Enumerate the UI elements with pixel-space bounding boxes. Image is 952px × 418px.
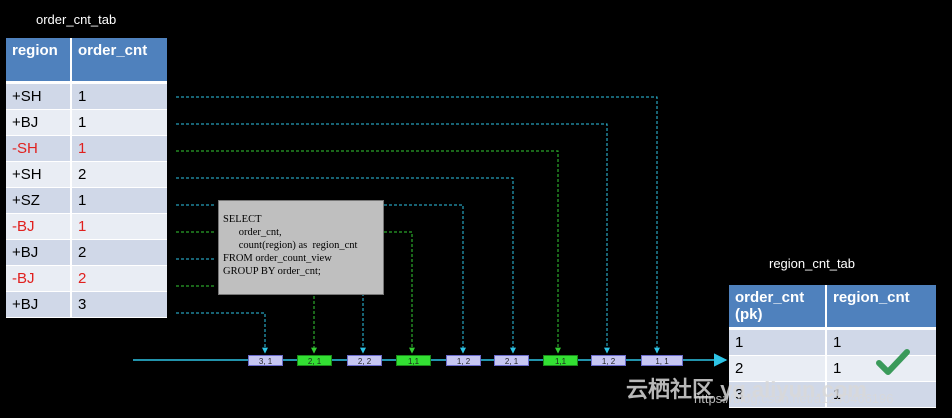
- order-cnt-cell: 2: [71, 265, 167, 292]
- region-cell: +BJ: [6, 291, 72, 318]
- retract-flow-path: [311, 285, 384, 354]
- order-cnt-cell: 2: [71, 161, 167, 188]
- stream-record-box: 1, 2: [446, 355, 481, 366]
- sql-line: count(region) as region_cnt: [223, 240, 358, 251]
- stream-record-box: 2, 2: [347, 355, 382, 366]
- stream-record-box: 1,1: [543, 355, 578, 366]
- sql-line: FROM order_count_view: [223, 253, 332, 264]
- stream-record-box: 1, 1: [641, 355, 683, 366]
- retract-flow-path: [176, 150, 561, 354]
- col-header-order-cnt: order_cnt: [71, 38, 167, 84]
- col-header-region: region: [6, 38, 72, 84]
- insert-flow-path: [176, 177, 516, 354]
- sql-line: GROUP BY order_cnt;: [223, 266, 321, 277]
- order-cnt-cell: 1: [71, 187, 167, 214]
- order-cnt-cell: 3: [71, 291, 167, 318]
- region-cnt-cell: 1: [826, 381, 936, 408]
- order-cnt-cell: 1: [729, 328, 827, 356]
- order-cnt-cell: 1: [71, 109, 167, 136]
- col-header-region-cnt: region_cnt: [826, 285, 936, 330]
- checkmark-icon: [876, 349, 910, 375]
- region-cell: -BJ: [6, 265, 72, 292]
- watermark-url: https://blog.csdn.net/a1240466196: [694, 391, 894, 406]
- col-header-order-cnt-pk: order_cnt (pk): [729, 285, 827, 330]
- stream-record-box: 1,1: [396, 355, 431, 366]
- retract-flow-path: [384, 231, 415, 354]
- region-cnt-cell: 1: [826, 328, 936, 356]
- order-cnt-cell: 1: [71, 213, 167, 240]
- insert-flow-path: [176, 96, 660, 354]
- region-cell: +SZ: [6, 187, 72, 214]
- order-cnt-cell: 3: [729, 381, 827, 408]
- sql-line: order_cnt,: [223, 227, 282, 238]
- order-table-title: order_cnt_tab: [36, 12, 117, 27]
- watermark-brand: 云栖社区 yq.aliyun.com: [626, 377, 867, 402]
- region-cell: +SH: [6, 82, 72, 110]
- insert-flow-path: [384, 204, 466, 354]
- region-cell: +BJ: [6, 239, 72, 266]
- stream-record-box: 2, 1: [494, 355, 529, 366]
- region-cell: +SH: [6, 161, 72, 188]
- order-cnt-cell: 2: [71, 239, 167, 266]
- stream-record-box: 1, 2: [591, 355, 626, 366]
- region-cell: -BJ: [6, 213, 72, 240]
- region-cell: -SH: [6, 135, 72, 162]
- stream-record-box: 2, 1: [297, 355, 332, 366]
- stream-record-box: 3, 1: [248, 355, 283, 366]
- order-cnt-cell: 1: [71, 135, 167, 162]
- order-cnt-cell: 2: [729, 355, 827, 382]
- order-cnt-cell: 1: [71, 82, 167, 110]
- insert-flow-path: [176, 312, 268, 354]
- result-table-title: region_cnt_tab: [769, 256, 856, 271]
- sql-query-box: SELECT order_cnt, count(region) as regio…: [218, 200, 384, 295]
- region-cell: +BJ: [6, 109, 72, 136]
- sql-line: SELECT: [223, 214, 262, 225]
- insert-flow-path: [176, 123, 610, 354]
